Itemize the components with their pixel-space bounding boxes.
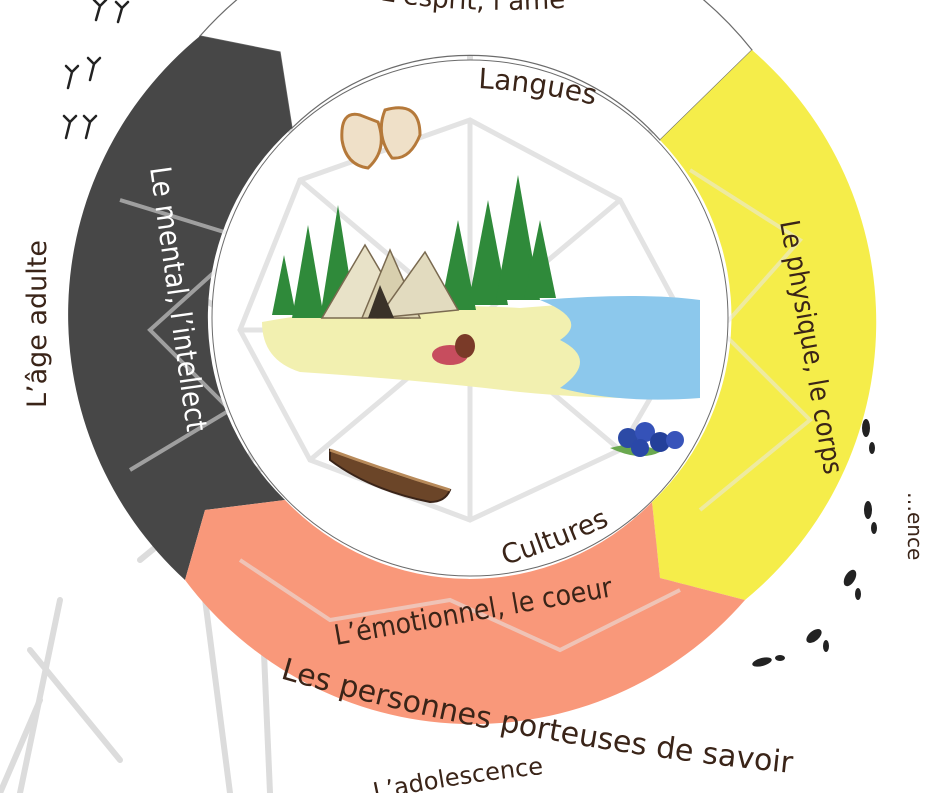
quadrant-label-top: L’esprit, l’âme (379, 0, 566, 17)
quadrant-left (68, 36, 292, 580)
quadrant-right (652, 50, 877, 600)
outer-label-right-partial: …ence (903, 492, 927, 560)
animal-tracks-icon (752, 419, 877, 667)
outer-label-left: L’âge adulte (22, 240, 53, 408)
quadrant-top (198, 0, 753, 141)
outer-label-bottom-lower: L’adolescence (371, 752, 545, 793)
wheel-ring (68, 0, 877, 725)
quadrant-bottom (185, 500, 745, 725)
snowshoes-icon (340, 106, 422, 170)
canoe-icon (329, 448, 452, 504)
tipi-camp-scene (262, 175, 700, 400)
blueberries-icon (610, 422, 684, 457)
bird-tracks-icon (62, 0, 130, 140)
